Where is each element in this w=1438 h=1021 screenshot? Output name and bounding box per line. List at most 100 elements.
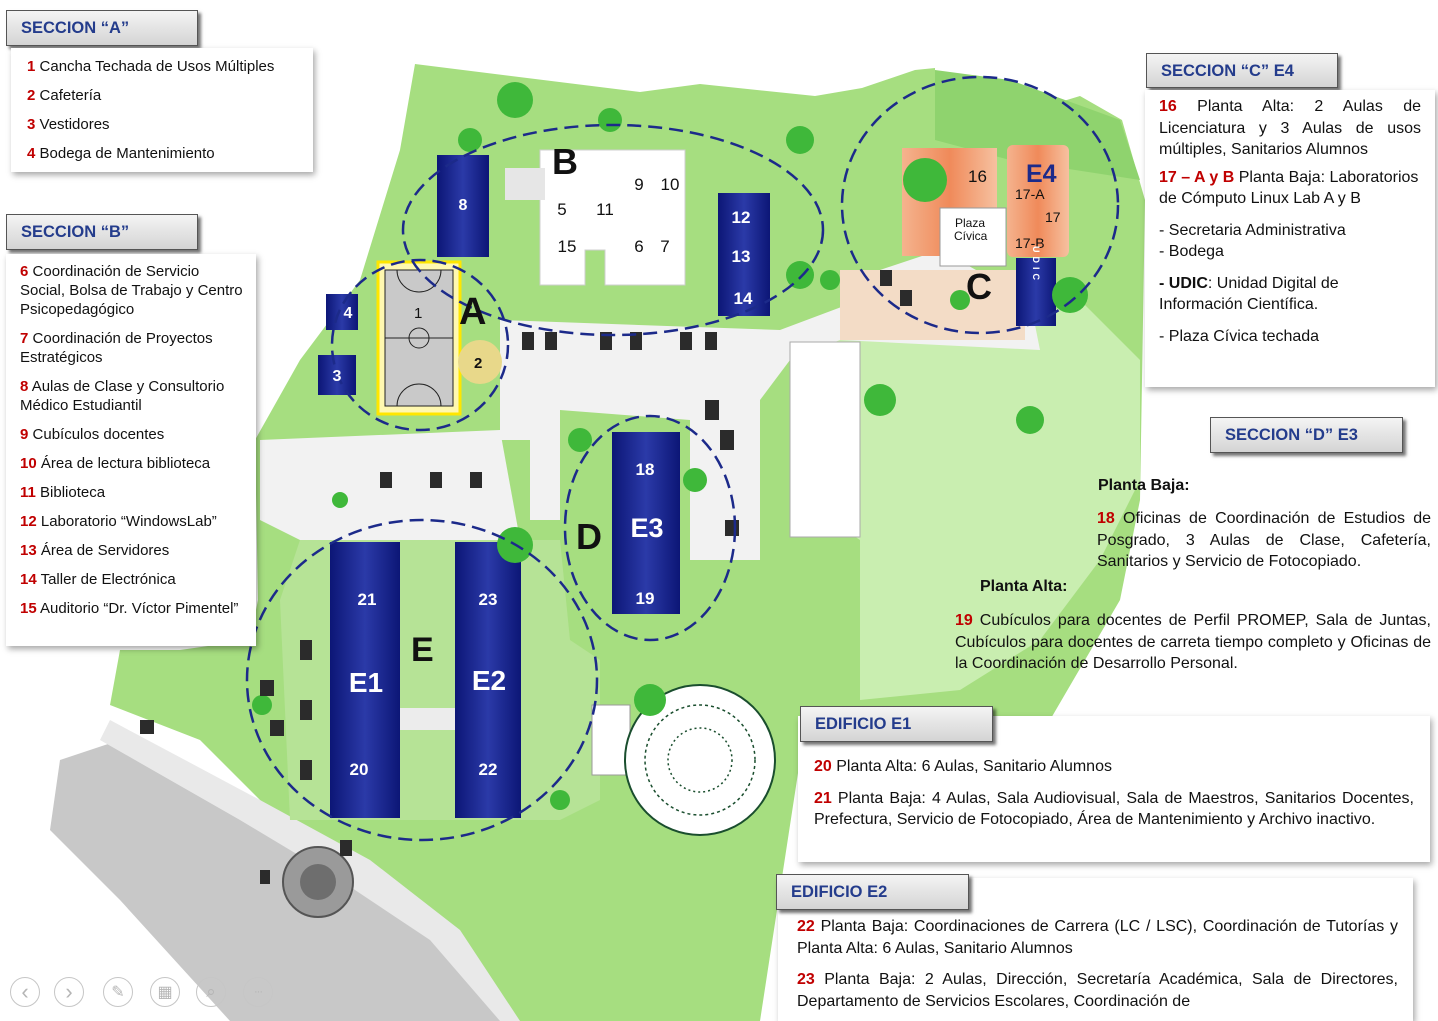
item-23-num: 23: [797, 971, 815, 988]
section-a-item-number: 2: [27, 87, 36, 104]
section-b-item-text: Taller de Electrónica: [40, 571, 176, 588]
item-20-text: Planta Alta: 6 Aulas, Sanitario Alumnos: [836, 758, 1112, 775]
building-12-14: [718, 193, 770, 316]
section-b-item-text: Aulas de Clase y Consultorio Médico Estu…: [20, 378, 225, 414]
slide-overview-button[interactable]: ▦: [150, 977, 180, 1007]
udic-label: UDIC: [1031, 246, 1041, 284]
label-4: 4: [344, 305, 353, 322]
label-e4: E4: [1026, 160, 1057, 188]
item-17-text: Planta Baja: Laboratorios de Cómputo Lin…: [1159, 168, 1419, 208]
udic-dash: -: [1159, 274, 1169, 292]
section-b-item-text: Área de Servidores: [40, 542, 170, 559]
building-4: [326, 294, 358, 330]
udic-description: : Unidad Digital de Información Científi…: [1159, 274, 1339, 314]
item-23-text: Planta Baja: 2 Aulas, Dirección, Secreta…: [797, 971, 1398, 1010]
item-23: 23 Planta Baja: 2 Aulas, Dirección, Secr…: [797, 969, 1398, 1012]
building-8: [437, 155, 489, 257]
label-14: 14: [734, 289, 753, 308]
label-7: 7: [660, 237, 669, 256]
udic-label-text: UDIC: [1168, 274, 1208, 292]
block-b-annex: [505, 168, 545, 200]
section-c-header: SECCION “C” E4: [1146, 53, 1338, 88]
court-label-2: 2: [474, 355, 482, 372]
section-b-item: 13 Área de Servidores: [20, 541, 244, 560]
plaza-civica-line1: Plaza: [955, 216, 985, 230]
section-d-header: SECCION “D” E3: [1210, 417, 1403, 453]
edificio-e2-header: EDIFICIO E2: [776, 874, 969, 910]
item-18-num: 18: [1097, 510, 1115, 527]
big-tree-core: [667, 727, 733, 793]
building-e4: [1007, 145, 1069, 257]
small-building: [591, 704, 631, 776]
prev-slide-button[interactable]: ‹: [10, 977, 40, 1007]
item-17-num: 17 – A y B: [1159, 168, 1235, 186]
section-a-list: 1 Cancha Techada de Usos Múltiples 2 Cafe…: [27, 58, 313, 163]
item-20-num: 20: [814, 758, 832, 775]
more-options-button[interactable]: ···: [243, 977, 273, 1007]
item-19-num: 19: [955, 612, 973, 629]
section-b-item-text: Coordinación de Servicio Social, Bolsa d…: [20, 263, 243, 318]
zone-label-e: E: [411, 631, 434, 669]
section-b-item: 10 Área de lectura biblioteca: [20, 454, 244, 473]
section-b-item-text: Biblioteca: [40, 484, 106, 501]
plaza-civica-box: [939, 207, 1007, 267]
section-b-panel: 6 Coordinación de Servicio Social, Bolsa…: [6, 254, 256, 646]
section-b-item-number: 6: [20, 263, 29, 280]
section-a-panel: 1 Cancha Techada de Usos Múltiples 2 Cafe…: [11, 48, 313, 172]
zone-label-a: A: [459, 291, 486, 333]
section-a-item: 4 Bodega de Mantenimiento: [27, 145, 313, 163]
section-a-item: 3 Vestidores: [27, 116, 313, 134]
section-b-item: 14 Taller de Electrónica: [20, 570, 244, 589]
item-19: 19 Cubículos para docentes de Perfil PRO…: [955, 610, 1431, 675]
pen-tool-button[interactable]: ✎: [103, 977, 133, 1007]
section-b-item: 6 Coordinación de Servicio Social, Bolsa…: [20, 262, 244, 319]
planta-baja-label: Planta Baja:: [1098, 477, 1190, 494]
plaza-floor: [840, 270, 1025, 340]
section-a-item: 1 Cancha Techada de Usos Múltiples: [27, 58, 313, 76]
item-22-num: 22: [797, 918, 815, 935]
trees: [252, 82, 1088, 810]
street-sidewalk: [100, 720, 520, 1021]
label-13: 13: [732, 247, 751, 266]
next-slide-button[interactable]: ›: [54, 977, 84, 1007]
section-a-item-number: 4: [27, 145, 36, 162]
item-16-text: Planta Alta: 2 Aulas de Licenciatura y 3…: [1159, 98, 1421, 158]
section-b-item-number: 12: [20, 513, 37, 530]
magnifier-icon: ⌕: [206, 982, 216, 1001]
label-9: 9: [634, 175, 643, 194]
item-16: 16 Planta Alta: 2 Aulas de Licenciatura …: [1159, 96, 1421, 161]
label-19: 19: [636, 589, 655, 608]
chevron-left-icon: ‹: [21, 979, 29, 1004]
label-e2: E2: [472, 665, 506, 696]
item-21-text: Planta Baja: 4 Aulas, Sala Audiovisual, …: [814, 789, 1415, 829]
edificio-e1-header: EDIFICIO E1: [800, 706, 993, 742]
big-tree: [624, 684, 776, 836]
section-a-item: 2 Cafetería: [27, 87, 313, 105]
item-udic: - UDIC: Unidad Digital de Información Ci…: [1159, 273, 1421, 316]
court-arc-bottom: [396, 383, 442, 407]
section-a-item-number: 3: [27, 116, 36, 133]
section-b-item-number: 13: [20, 542, 37, 559]
section-b-item: 7 Coordinación de Proyectos Estratégicos: [20, 329, 244, 367]
section-a-item-text: Bodega de Mantenimiento: [39, 145, 215, 162]
line-plaza: - Plaza Cívica techada: [1159, 327, 1320, 345]
item-22-text: Planta Baja: Coordinaciones de Carrera (…: [797, 918, 1398, 957]
shrubs: [140, 270, 912, 884]
section-b-item-number: 8: [20, 378, 29, 395]
item-16-num: 16: [1159, 98, 1177, 115]
section-b-item-number: 7: [20, 330, 29, 347]
section-b-item-text: Cubículos docentes: [32, 426, 165, 443]
section-b-item-number: 14: [20, 571, 37, 588]
building-e1: [330, 542, 400, 818]
edificio-e1-panel: 20 Planta Alta: 6 Aulas, Sanitario Alumn…: [798, 716, 1430, 862]
item-22: 22 Planta Baja: Coordinaciones de Carrer…: [797, 916, 1398, 959]
section-b-item-number: 15: [20, 600, 37, 617]
label-22: 22: [479, 760, 498, 779]
section-b-item-text: Coordinación de Proyectos Estratégicos: [20, 330, 213, 366]
section-b-header: SECCION “B”: [6, 214, 198, 250]
item-21: 21 Planta Baja: 4 Aulas, Sala Audiovisua…: [814, 788, 1414, 831]
zoom-button[interactable]: ⌕: [196, 977, 226, 1007]
label-e3: E3: [630, 513, 663, 543]
section-b-item: 12 Laboratorio “WindowsLab”: [20, 512, 244, 531]
